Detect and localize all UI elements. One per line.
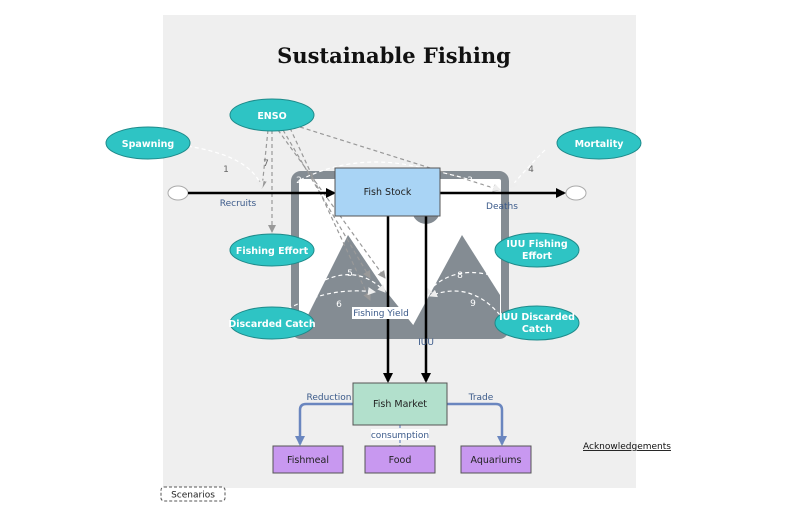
spawning-variable[interactable]: Spawning: [105, 126, 191, 160]
loop-number-3: 3: [467, 176, 473, 186]
fishing-yield-label-bg: [352, 307, 411, 319]
iuu-discarded-catch-label-line1: IUU Discarded: [499, 312, 575, 323]
main-flows: [188, 188, 566, 383]
sink-cloud-icon: [565, 185, 587, 201]
loop-number-2: 2: [296, 176, 302, 186]
discarded-catch-variable[interactable]: Discarded Catch: [228, 306, 316, 340]
mortality-label: Mortality: [575, 139, 625, 150]
source-cloud-icon: [167, 185, 189, 201]
loop-number-4: 4: [528, 165, 534, 175]
iuu-discarded-catch-variable[interactable]: IUU Discarded Catch: [494, 305, 580, 341]
loop-number-7: 7: [263, 159, 269, 169]
fish-market[interactable]: Fish Market: [352, 382, 448, 426]
iuu-label: IUU: [418, 338, 434, 348]
mortality-variable[interactable]: Mortality: [556, 126, 642, 160]
food-output[interactable]: Food: [364, 445, 436, 474]
trade-label: Trade: [468, 393, 494, 403]
deaths-label: Deaths: [486, 202, 518, 212]
consumption-label-bg: [371, 429, 429, 440]
reduction-label: Reduction: [307, 393, 352, 403]
aquariums-output[interactable]: Aquariums: [460, 445, 532, 474]
loop-number-6: 6: [336, 300, 342, 310]
loop-number-5: 5: [347, 269, 353, 279]
enso-label: ENSO: [257, 111, 286, 122]
acknowledgements-link[interactable]: Acknowledgements: [583, 442, 671, 452]
fishmeal-output[interactable]: Fishmeal: [272, 445, 344, 474]
enso-variable[interactable]: ENSO: [229, 98, 315, 132]
loop-number-1: 1: [223, 165, 229, 175]
aquariums-label: Aquariums: [471, 455, 522, 466]
fish-market-label: Fish Market: [373, 399, 427, 410]
food-label: Food: [389, 455, 412, 466]
spawning-label: Spawning: [122, 139, 174, 150]
scenarios-button[interactable]: Scenarios: [160, 486, 226, 502]
fishing-yield-label: Fishing Yield: [353, 309, 409, 319]
reduction-flow[interactable]: [295, 402, 353, 446]
influence-links: [258, 126, 501, 301]
loop-number-9: 9: [470, 299, 476, 309]
fish-stock-label: Fish Stock: [364, 187, 412, 198]
loop-number-8: 8: [457, 271, 463, 281]
diagram-title: Sustainable Fishing: [277, 43, 511, 68]
scenarios-label: Scenarios: [171, 491, 215, 501]
fishing-effort-variable[interactable]: Fishing Effort: [229, 233, 315, 267]
discarded-catch-label: Discarded Catch: [228, 319, 315, 330]
fishmeal-label: Fishmeal: [287, 455, 329, 466]
consumption-label: consumption: [371, 431, 429, 441]
market-flows: [295, 402, 507, 446]
fish-stock[interactable]: Fish Stock: [334, 167, 441, 217]
iuu-fishing-effort-variable[interactable]: IUU Fishing Effort: [494, 232, 580, 268]
iuu-fishing-effort-label-line1: IUU Fishing: [506, 239, 567, 250]
recruits-label: Recruits: [220, 199, 257, 209]
trade-flow[interactable]: [447, 402, 507, 446]
iuu-fishing-effort-label-line2: Effort: [522, 251, 552, 262]
iuu-discarded-catch-label-line2: Catch: [522, 324, 553, 335]
fishing-effort-label: Fishing Effort: [236, 246, 309, 257]
